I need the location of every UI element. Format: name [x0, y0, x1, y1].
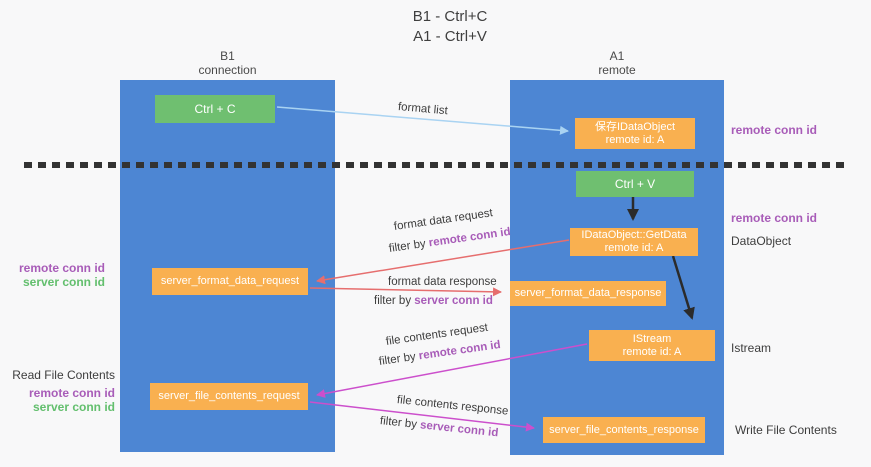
node-ctrl-v: Ctrl + V [576, 171, 694, 197]
annotation-dataobject: DataObject [731, 234, 792, 248]
filter-by-text: filter by [379, 415, 418, 431]
filter-by-text: filter by [378, 350, 417, 368]
left-column-role: connection [198, 63, 257, 77]
remote-conn-id-key: remote conn id [428, 225, 512, 250]
annotation-remote-conn-id-mid: remote conn id [731, 211, 818, 225]
node-save-line-2: remote id: A [605, 133, 665, 146]
edge-label-format-data-request: format data request [393, 207, 494, 233]
right-column-name: A1 [609, 49, 625, 63]
annotation-left-remote-conn-id-2: remote conn id [28, 386, 115, 400]
edge-label-file-contents-response: file contents response [396, 394, 509, 418]
annotation-left-bottom-group: Read File Contents remote conn id server… [8, 368, 115, 414]
node-ctrl-v-label: Ctrl + V [614, 177, 656, 191]
edge-label-file-response-filter: filter by server conn id [379, 415, 499, 439]
filter-by-text: filter by [388, 237, 427, 255]
node-istream: IStream remote id: A [589, 330, 715, 361]
arrow-format-data-response [309, 287, 502, 297]
left-column-header: B1 connection [120, 49, 335, 77]
node-ctrl-c: Ctrl + C [155, 95, 275, 123]
right-column-header: A1 remote [510, 49, 724, 77]
title-line-2: A1 - Ctrl+V [413, 28, 487, 45]
node-server-format-data-request: server_format_data_request [152, 268, 308, 295]
remote-conn-id-key: remote conn id [418, 338, 502, 363]
node-getdata-line-1: IDataObject::GetData [581, 229, 687, 241]
annotation-write-file-contents: Write File Contents [735, 423, 837, 437]
edge-label-format-response-filter: filter by server conn id [374, 295, 493, 307]
node-idataobject-getdata: IDataObject::GetData remote id: A [570, 228, 698, 256]
left-column-name: B1 [220, 49, 235, 63]
edge-label-format-list: format list [397, 101, 449, 118]
server-conn-id-key: server conn id [419, 419, 499, 440]
node-istream-line-2: remote id: A [622, 345, 682, 358]
annotation-left-server-conn-id: server conn id [22, 275, 105, 289]
node-server-format-data-response: server_format_data_response [510, 281, 666, 306]
node-istream-line-1: IStream [632, 332, 672, 345]
node-fmt-resp-label: server_format_data_response [514, 287, 662, 299]
node-getdata-line-2: remote id: A [604, 242, 664, 254]
edge-label-format-data-response: format data response [388, 276, 497, 288]
node-ctrl-c-label: Ctrl + C [194, 102, 236, 116]
node-server-file-contents-request: server_file_contents_request [150, 383, 308, 410]
annotation-read-file-contents: Read File Contents [12, 368, 115, 382]
dashed-separator-line [24, 162, 844, 168]
server-conn-id-key: server conn id [414, 295, 493, 307]
node-file-resp-label: server_file_contents_response [549, 423, 699, 436]
annotation-left-remote-conn-id: remote conn id [18, 261, 105, 275]
annotation-left-server-conn-id-2: server conn id [32, 400, 115, 414]
node-server-file-contents-response: server_file_contents_response [543, 417, 705, 443]
node-file-req-label: server_file_contents_request [158, 390, 300, 402]
annotation-left-mid-group: remote conn id server conn id [8, 261, 105, 289]
filter-by-text: filter by [374, 295, 412, 307]
annotation-istream: Istream [731, 341, 772, 355]
node-save-line-1: 保存IDataObject [594, 120, 676, 133]
node-fmt-req-label: server_format_data_request [160, 275, 300, 287]
right-column-role: remote [598, 63, 636, 77]
title-line-1: B1 - Ctrl+C [412, 8, 488, 25]
node-save-idataobject: 保存IDataObject remote id: A [575, 118, 695, 149]
annotation-remote-conn-id-top: remote conn id [731, 123, 818, 137]
diagram-title: B1 - Ctrl+C A1 - Ctrl+V [413, 7, 488, 47]
